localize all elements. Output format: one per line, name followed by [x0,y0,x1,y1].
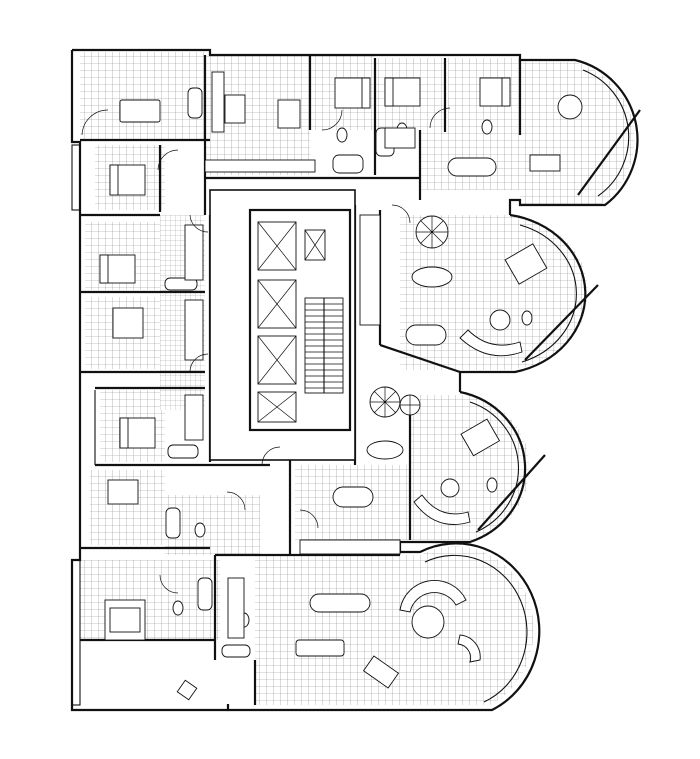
central-core [209,189,356,461]
floor-low-right-round [410,395,530,540]
diag-balcony-2 [524,284,599,361]
curtain-wall-low-right [469,401,520,533]
outline-bottom-right [226,542,541,712]
door-swings [81,107,451,594]
floor-areas [80,52,635,705]
stair-icon [304,297,344,394]
elevator-icon [257,221,326,423]
outline-low-right [398,390,527,552]
floor-bottom-left-room [80,560,220,640]
floor-top-right-round-living [520,62,635,205]
floor-mid-right-round [400,215,589,370]
left-facade-strip-1 [71,144,81,211]
sofa-icon [176,94,583,701]
kitchen-counters [184,71,416,639]
spiral-stair-icon [369,215,449,418]
dining-table-icon [112,94,561,657]
core-shaft [248,208,352,432]
diag-balcony-1 [577,109,641,196]
exterior-walls [70,48,641,712]
diag-balcony-3 [477,454,546,531]
bed-icon [99,77,548,641]
floor-bottom-living [255,546,534,705]
curtain-wall-bottom [424,554,528,703]
curtain-wall-top-right [582,69,630,197]
curtain-wall-mid-right [519,224,577,363]
left-facade-strip-2 [71,559,81,706]
outline-top [72,48,639,215]
